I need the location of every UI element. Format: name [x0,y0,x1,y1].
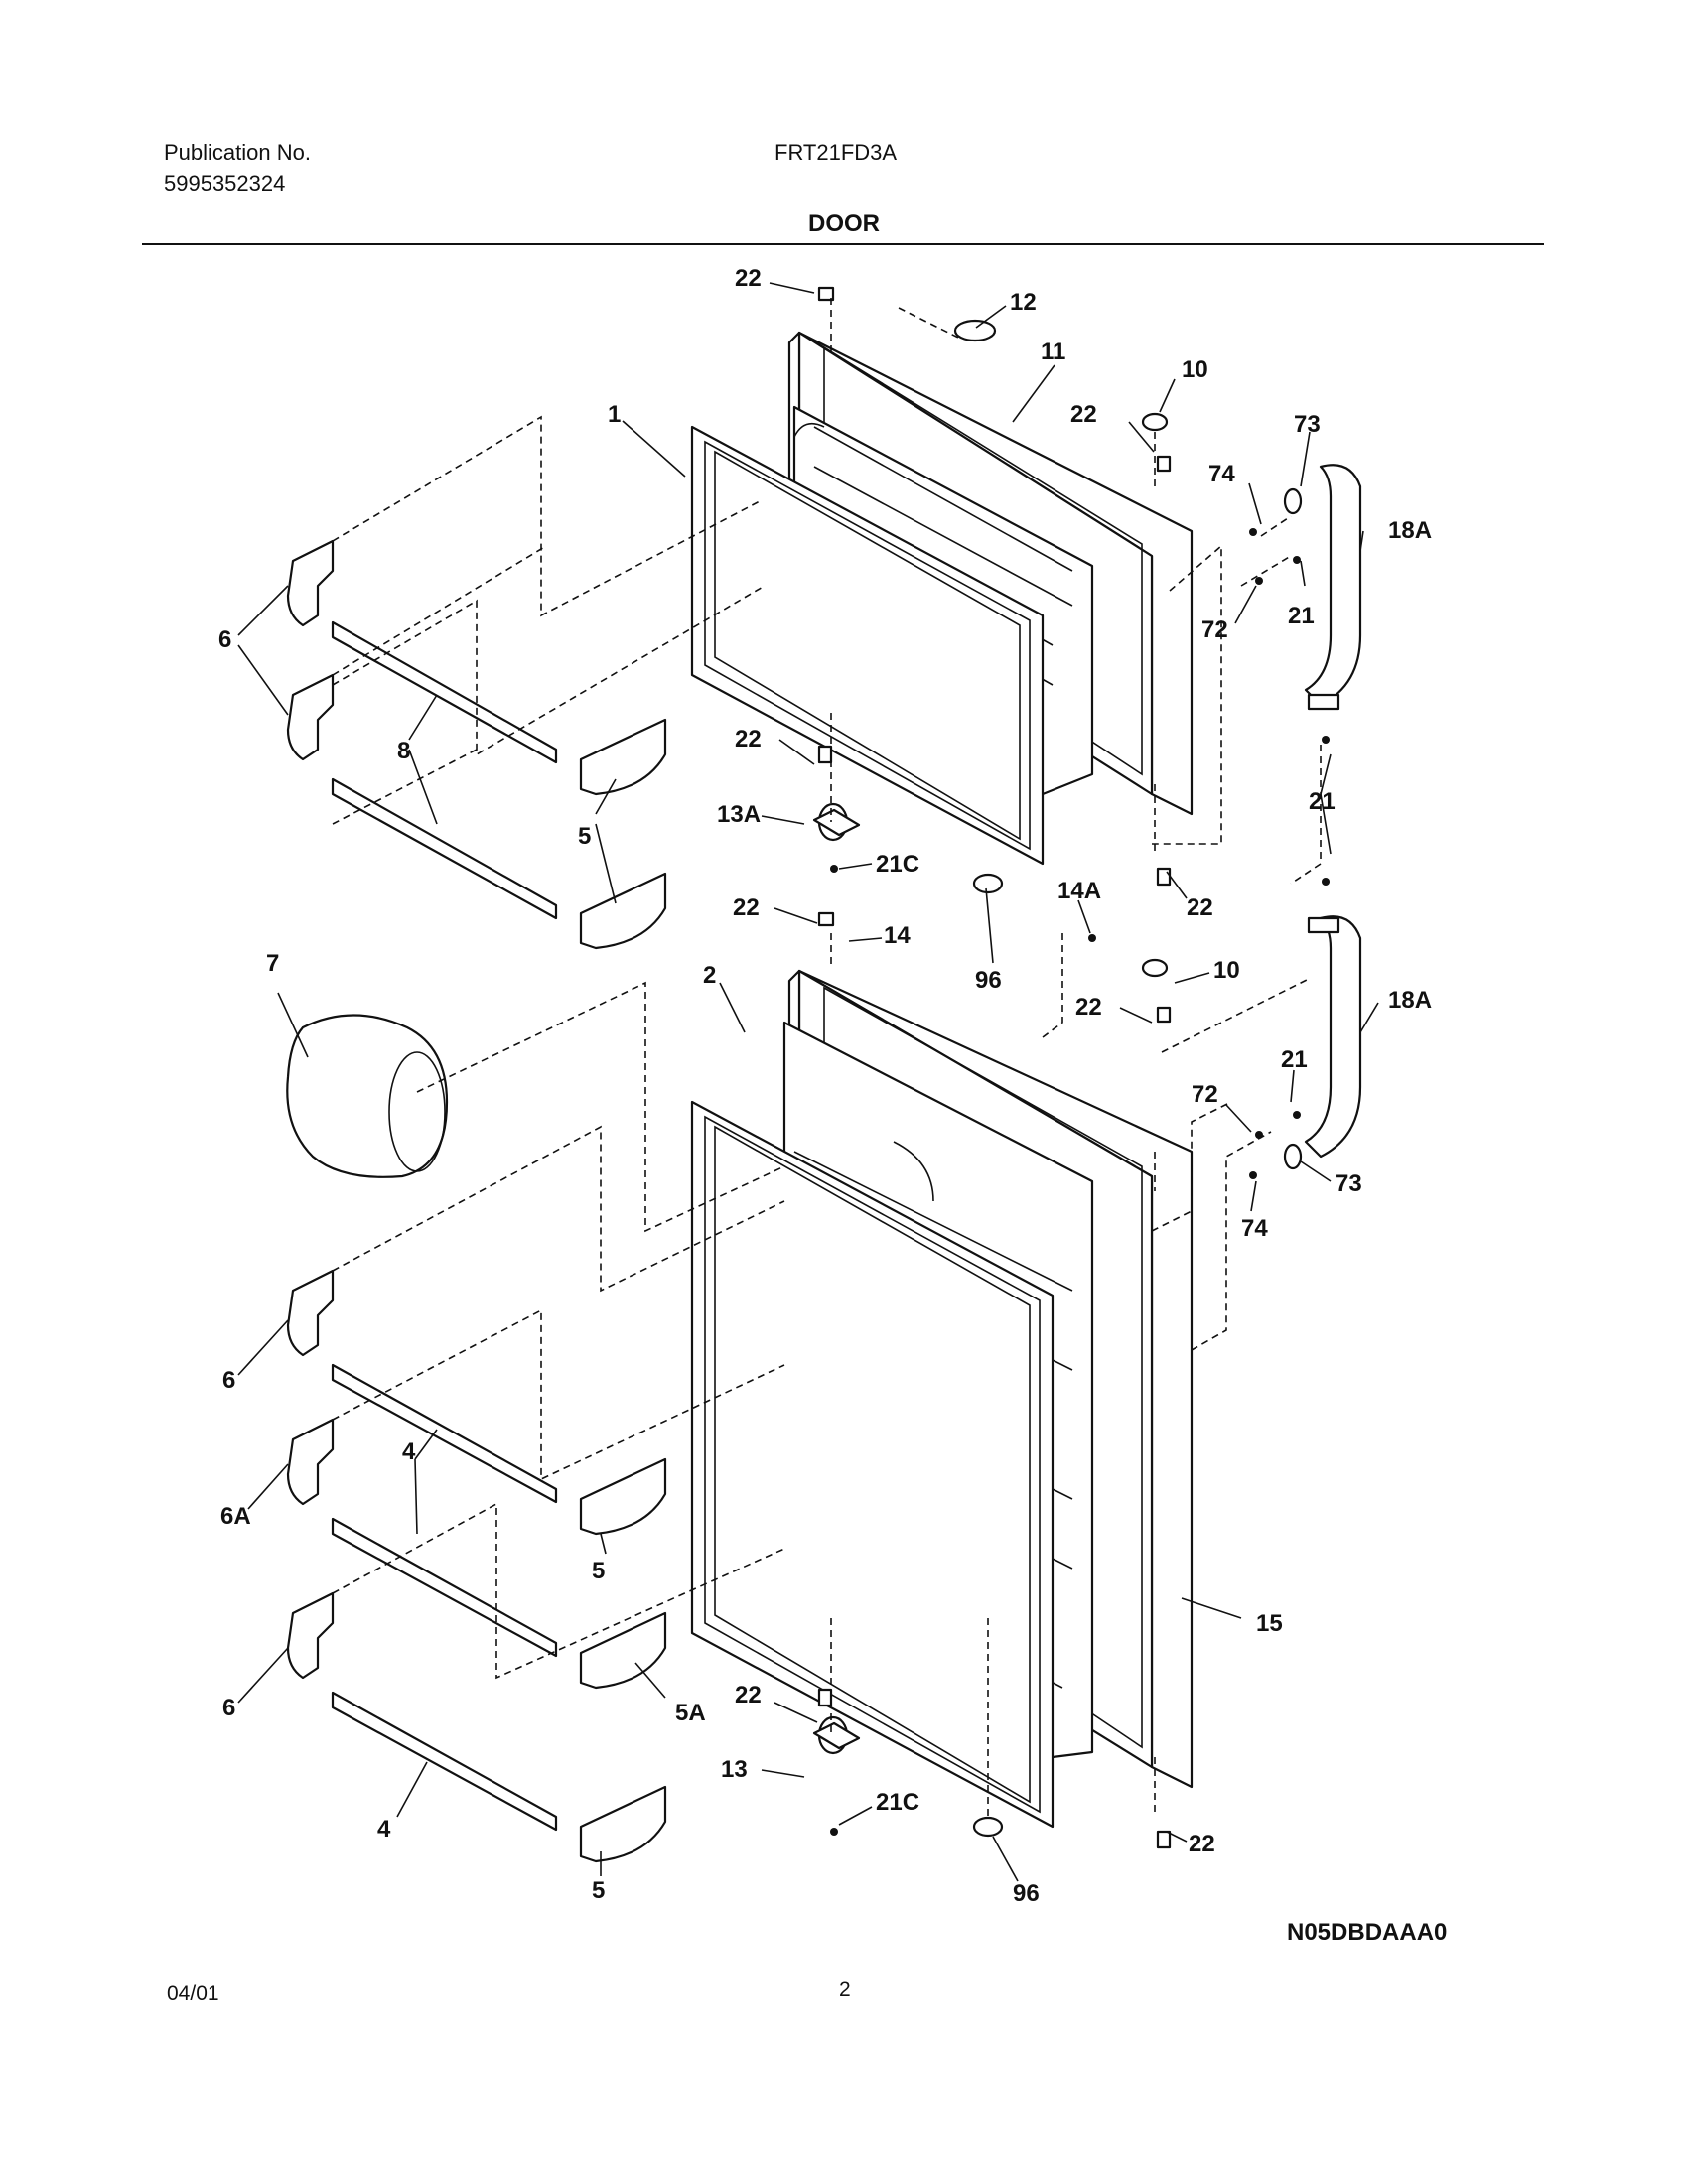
callout-labels: 22 12 11 10 1 22 73 74 18A 6 21 72 8 22 … [218,265,1432,1907]
callout-21C: 21C [876,851,919,878]
callout-leaders [237,282,1379,1882]
publication-label: Publication No. [164,140,311,165]
refrigerator-shelf-rails [331,1363,558,1832]
callout-18A: 18A [1388,987,1432,1014]
page-number: 2 [839,1979,851,2001]
footer-date: 04/01 [167,1982,219,2005]
refrigerator-door-gasket [690,1100,1055,1829]
callout-22: 22 [735,1682,762,1708]
callout-7: 7 [266,950,279,977]
callout-6: 6 [222,1695,235,1721]
freezer-handle [1304,464,1362,711]
callout-8: 8 [397,738,410,764]
header-rule [142,243,1544,245]
callout-18A: 18A [1388,517,1432,544]
callout-96: 96 [975,967,1002,994]
callout-4: 4 [377,1816,391,1843]
callout-14: 14 [884,922,911,949]
callout-22: 22 [1189,1831,1215,1857]
callout-5: 5 [592,1877,605,1904]
diagram-code: N05DBDAAA0 [1287,1919,1448,1946]
section-title: DOOR [808,210,880,237]
callout-1: 1 [608,401,621,428]
publication-number: 5995352324 [164,171,286,196]
callout-21: 21 [1309,788,1336,815]
callout-21: 21 [1281,1046,1308,1073]
callout-13A: 13A [717,801,761,828]
callout-73: 73 [1294,411,1321,438]
freezer-shelf-rails [331,620,558,920]
callout-6: 6 [222,1367,235,1394]
callout-72: 72 [1192,1081,1218,1108]
callout-6A: 6A [220,1503,251,1530]
callout-10: 10 [1213,957,1240,984]
callout-21C: 21C [876,1789,919,1816]
callout-96: 96 [1013,1880,1040,1907]
callout-72: 72 [1201,616,1228,643]
dairy-compartment-cover [286,1014,449,1178]
model-number: FRT21FD3A [774,140,898,165]
callout-21: 21 [1288,603,1315,629]
refrigerator-handle [1304,915,1362,1159]
callout-10: 10 [1182,356,1208,383]
callout-5A: 5A [675,1700,706,1726]
callout-5: 5 [592,1558,605,1584]
callout-6: 6 [218,626,231,653]
callout-22: 22 [735,265,762,292]
callout-22: 22 [735,726,762,752]
callout-13: 13 [721,1756,748,1783]
callout-74: 74 [1208,461,1235,487]
callout-22: 22 [1070,401,1097,428]
callout-11: 11 [1041,339,1065,365]
freezer-end-caps [286,539,667,950]
callout-74: 74 [1241,1215,1268,1242]
callout-5: 5 [578,823,591,850]
callout-22: 22 [1187,894,1213,921]
assembly-lines [332,298,1322,1817]
callout-15: 15 [1256,1610,1283,1637]
callout-2: 2 [703,962,716,989]
callout-73: 73 [1336,1170,1362,1197]
callout-14A: 14A [1057,878,1101,904]
refrigerator-end-caps [286,1269,667,1863]
freezer-door-gasket [690,425,1045,866]
callout-22: 22 [733,894,760,921]
callout-12: 12 [1010,289,1037,316]
callout-4: 4 [402,1438,416,1465]
callout-22: 22 [1075,994,1102,1021]
